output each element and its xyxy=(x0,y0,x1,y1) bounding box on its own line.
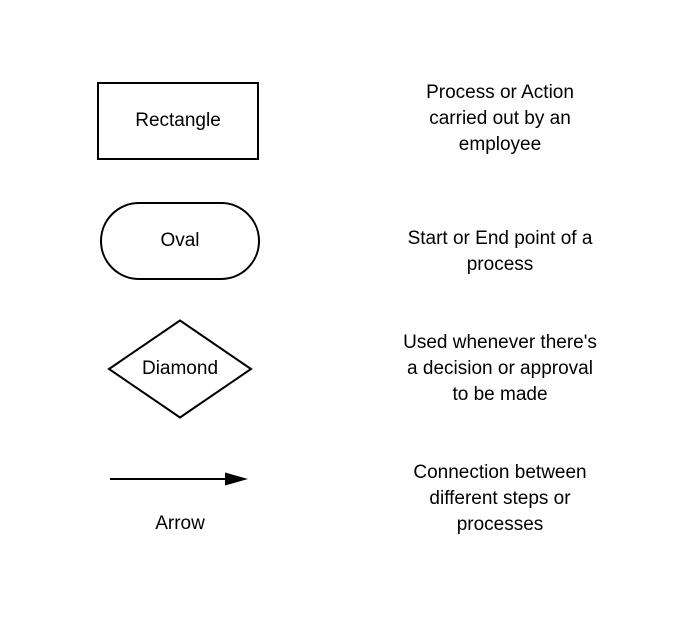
description-line: different steps or xyxy=(429,488,571,509)
description-line: to be made xyxy=(452,384,548,405)
description-line: process xyxy=(466,254,534,275)
description-line: Connection between xyxy=(413,462,587,483)
oval-shape: Oval xyxy=(100,202,260,280)
arrow-icon xyxy=(110,472,248,486)
diamond-outline-icon xyxy=(107,319,253,419)
description-line: Used whenever there's xyxy=(403,332,597,353)
description-line: processes xyxy=(456,514,544,535)
arrow-shape-label: Arrow xyxy=(155,513,205,534)
arrow-shape xyxy=(110,471,250,487)
oval-description: Start or End point of a process xyxy=(360,226,640,278)
arrow-description: Connection between different steps or pr… xyxy=(360,460,640,538)
rectangle-shape: Rectangle xyxy=(97,82,259,160)
diamond-shape-label: Diamond xyxy=(141,358,219,379)
rectangle-shape-label: Rectangle xyxy=(135,110,221,131)
description-line: employee xyxy=(458,134,542,155)
diamond-shape: Diamond xyxy=(107,319,253,419)
description-line: Process or Action xyxy=(426,82,574,103)
diamond-description: Used whenever there's a decision or appr… xyxy=(360,330,640,408)
oval-shape-label: Oval xyxy=(160,230,200,251)
description-line: carried out by an xyxy=(429,108,571,129)
rectangle-description: Process or Action carried out by an empl… xyxy=(360,80,640,158)
description-line: Start or End point of a xyxy=(407,228,593,249)
description-line: a decision or approval xyxy=(407,358,593,379)
